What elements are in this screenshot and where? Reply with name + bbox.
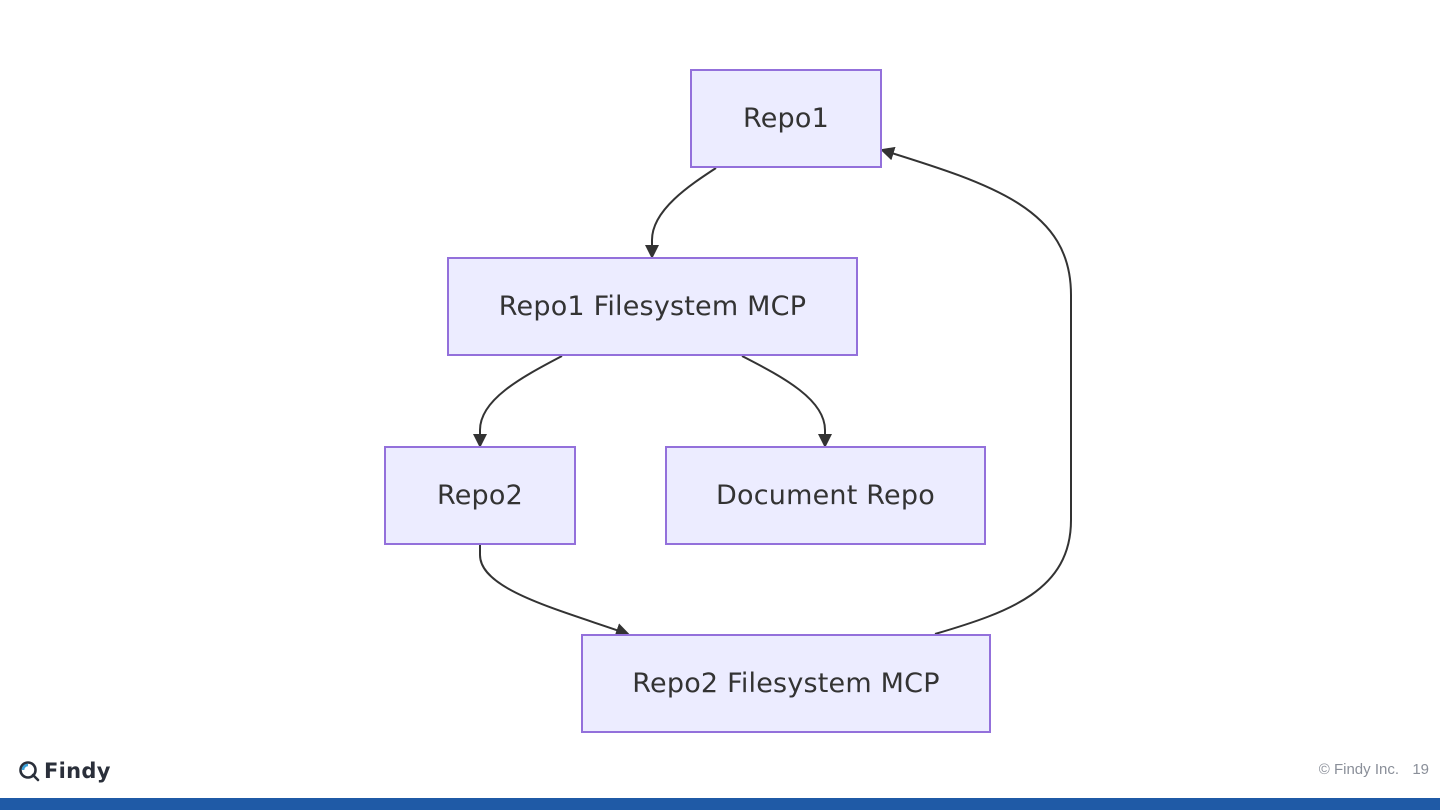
node-document-repo-label: Document Repo <box>716 480 935 511</box>
node-repo2-label: Repo2 <box>437 480 523 511</box>
node-repo2: Repo2 <box>384 446 576 545</box>
page-number: 19 <box>1412 761 1429 778</box>
bottom-accent-bar <box>0 798 1440 810</box>
findy-logo: Findy <box>18 757 111 785</box>
node-repo1: Repo1 <box>690 69 882 168</box>
edge-repo2-mcp-to-repo1 <box>880 146 1072 635</box>
findy-logo-icon <box>19 761 40 782</box>
node-repo1-filesystem-mcp: Repo1 Filesystem MCP <box>447 257 858 356</box>
node-repo1-label: Repo1 <box>743 103 829 134</box>
edge-repo1-to-repo1-mcp <box>645 167 717 259</box>
node-repo2-filesystem-mcp-label: Repo2 Filesystem MCP <box>632 668 940 699</box>
node-repo1-filesystem-mcp-label: Repo1 Filesystem MCP <box>498 291 807 322</box>
edge-repo1-mcp-to-repo2 <box>473 355 563 448</box>
edge-repo1-mcp-to-document-repo <box>741 355 832 448</box>
edge-repo2-to-repo2-mcp <box>479 545 630 637</box>
copyright-text: © Findy Inc. <box>1318 761 1399 778</box>
node-repo2-filesystem-mcp: Repo2 Filesystem MCP <box>581 634 991 733</box>
node-document-repo: Document Repo <box>665 446 986 545</box>
findy-logo-text: Findy <box>44 759 111 783</box>
